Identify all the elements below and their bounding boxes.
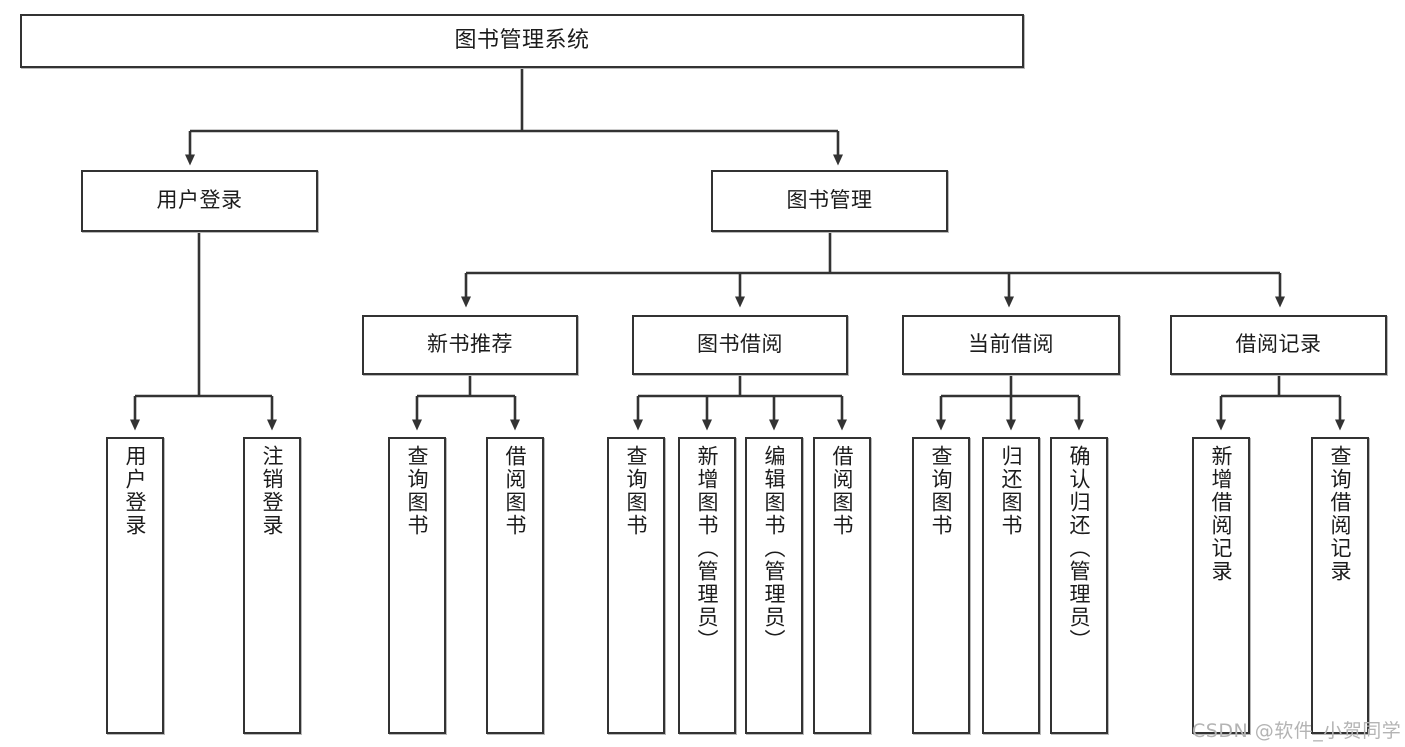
node-book-borrow[interactable]: 图书借阅 [632,315,848,375]
node-label: 确认归还（管理员） [1067,445,1092,652]
node-root-system[interactable]: 图书管理系统 [20,14,1024,68]
node-label: 注销登录 [260,445,285,537]
leaf-current-borrow-query-book[interactable]: 查询图书 [912,437,970,734]
node-label: 借阅图书 [503,445,528,537]
leaf-user-login-login[interactable]: 用户登录 [106,437,164,734]
node-label: 查询图书 [624,445,649,537]
node-label: 归还图书 [999,445,1024,537]
node-label: 查询图书 [929,445,954,537]
node-label: 图书管理系统 [454,27,590,53]
csdn-watermark: CSDN @软件_小贺同学 [1192,720,1402,742]
leaf-book-borrow-borrow-book[interactable]: 借阅图书 [813,437,871,734]
node-label: 借阅记录 [1235,332,1322,357]
node-label: 新书推荐 [427,332,513,357]
node-label: 图书管理 [786,188,873,213]
leaf-new-book-borrow-book[interactable]: 借阅图书 [486,437,544,734]
node-label: 编辑图书（管理员） [762,445,787,652]
node-label: 新增借阅记录 [1209,445,1234,583]
node-label: 新增图书（管理员） [695,445,720,652]
node-label: 查询图书 [405,445,430,537]
node-current-borrow[interactable]: 当前借阅 [902,315,1120,375]
leaf-borrow-record-query-record[interactable]: 查询借阅记录 [1311,437,1369,734]
leaf-user-login-logout[interactable]: 注销登录 [243,437,301,734]
node-label: 查询借阅记录 [1328,445,1353,583]
leaf-book-borrow-add-book-admin[interactable]: 新增图书（管理员） [678,437,736,734]
node-label: 图书借阅 [697,332,783,357]
node-label: 用户登录 [123,445,148,537]
node-label: 借阅图书 [830,445,855,537]
leaf-new-book-query-book[interactable]: 查询图书 [388,437,446,734]
node-user-login[interactable]: 用户登录 [81,170,318,232]
node-new-book-recommend[interactable]: 新书推荐 [362,315,578,375]
leaf-current-borrow-return-book[interactable]: 归还图书 [982,437,1040,734]
node-borrow-record[interactable]: 借阅记录 [1170,315,1387,375]
node-book-management[interactable]: 图书管理 [711,170,948,232]
node-label: 用户登录 [156,188,243,213]
leaf-borrow-record-add-record[interactable]: 新增借阅记录 [1192,437,1250,734]
leaf-book-borrow-query-book[interactable]: 查询图书 [607,437,665,734]
leaf-book-borrow-edit-book-admin[interactable]: 编辑图书（管理员） [745,437,803,734]
leaf-current-borrow-confirm-return-admin[interactable]: 确认归还（管理员） [1050,437,1108,734]
node-label: 当前借阅 [968,332,1054,357]
